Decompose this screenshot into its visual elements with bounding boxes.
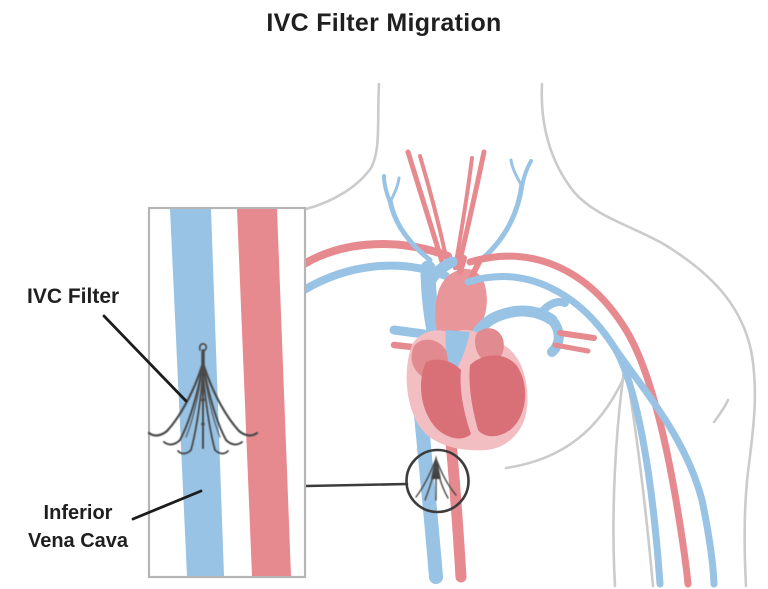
aortic-arch — [435, 255, 487, 337]
magnifier-circle — [405, 448, 470, 514]
pointer-lines — [102, 314, 203, 521]
label-ivc-filter: IVC Filter — [27, 285, 120, 308]
label-inferior-vena-cava: Inferior Vena Cava — [7, 499, 149, 555]
diagram-title: IVC Filter Migration — [266, 9, 502, 37]
inset-artery-band — [237, 209, 291, 576]
heart — [406, 328, 528, 451]
label-inferior-vena-cava-line2: Vena Cava — [27, 530, 129, 552]
neck-vessels — [382, 149, 533, 271]
connector-line — [304, 482, 409, 488]
inset-callout-box — [147, 206, 307, 579]
label-inferior-vena-cava-line1: Inferior — [43, 502, 113, 524]
ivc-filter-small — [415, 455, 457, 501]
ivc-filter-device — [147, 343, 259, 455]
arm-vessels-right — [464, 252, 718, 588]
